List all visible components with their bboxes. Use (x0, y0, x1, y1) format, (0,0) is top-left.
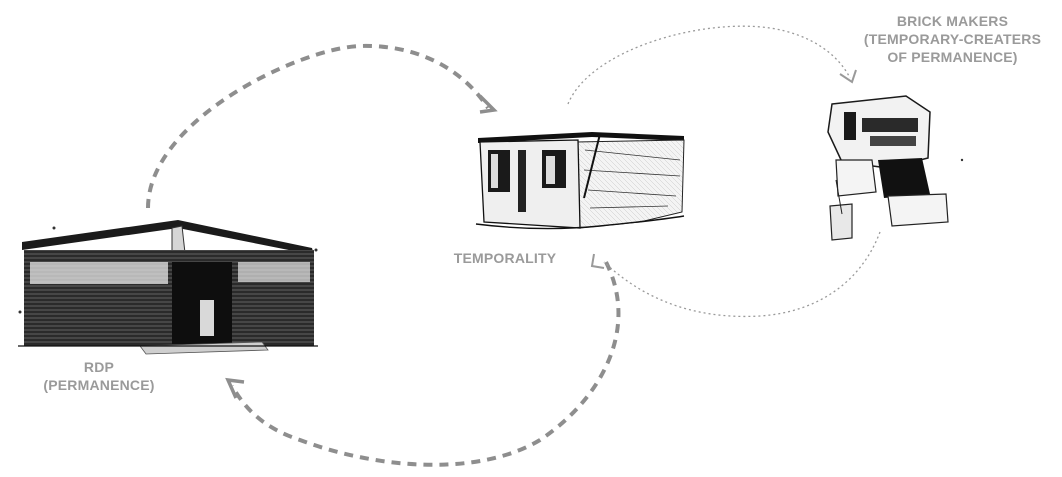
arrow-brickmakers-to-temporality (592, 232, 880, 316)
brick-makers-label-line-3: OF PERMANENCE) (845, 48, 1060, 66)
rdp-label-line-2: (PERMANENCE) (18, 376, 180, 394)
rdp-label-line-1: RDP (18, 358, 180, 376)
brick-makers-label-line-2: (TEMPORARY-CREATERS (845, 30, 1060, 48)
arrow-temporality-to-brickmakers (568, 26, 856, 104)
arrow-rdp-to-temporality (148, 46, 494, 208)
brick-makers-illustration (828, 96, 948, 240)
rdp-house-illustration (18, 220, 318, 354)
temporality-shack-illustration (476, 132, 684, 229)
brick-makers-label: BRICK MAKERS (TEMPORARY-CREATERS OF PERM… (845, 12, 1060, 66)
brick-makers-label-line-1: BRICK MAKERS (845, 12, 1060, 30)
rdp-label: RDP (PERMANENCE) (18, 358, 180, 394)
temporality-label-line-1: TEMPORALITY (420, 249, 590, 267)
temporality-label: TEMPORALITY (420, 249, 590, 267)
